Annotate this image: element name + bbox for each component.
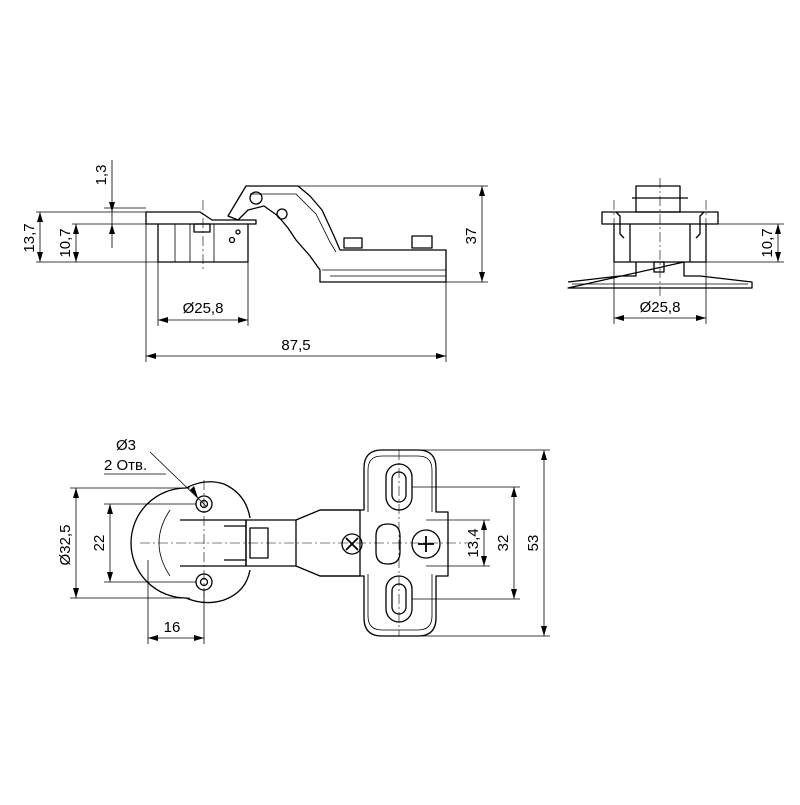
dim-plate-height: 53: [525, 535, 542, 552]
dim-hole-spacing: 22: [91, 535, 108, 552]
dim-front-cup-diameter: Ø25,8: [640, 299, 681, 316]
dim-thickness-cup: 10,7: [57, 228, 74, 257]
dim-overall-length: 87,5: [281, 337, 310, 354]
dim-thickness-total: 13,7: [21, 223, 38, 252]
dim-front-cup-depth: 10,7: [759, 228, 776, 257]
dim-plate-slot-spacing: 32: [495, 535, 512, 552]
front-view: [567, 178, 753, 296]
dim-hole-count: 2 Отв.: [104, 457, 147, 474]
front-view-dimensions: 10,7 Ø25,8: [613, 223, 784, 324]
dim-cup-flange-diameter: Ø32,5: [57, 525, 74, 566]
dim-hole-diameter: Ø3: [116, 437, 136, 454]
side-view-dimensions: 13,7 10,7 1,3 Ø25,8 87,5 37: [21, 160, 488, 362]
dim-cup-offset: 16: [164, 619, 181, 636]
side-view: [145, 185, 447, 283]
dim-plate-slot-small: 13,4: [465, 528, 482, 557]
dim-offset: 1,3: [93, 165, 110, 186]
plan-view-dimensions: Ø3 2 Отв. Ø32,5 22 16 13,4 32: [57, 437, 550, 644]
dim-cup-diameter: Ø25,8: [183, 300, 224, 317]
plan-view: [130, 449, 470, 637]
dim-height: 37: [463, 228, 480, 245]
